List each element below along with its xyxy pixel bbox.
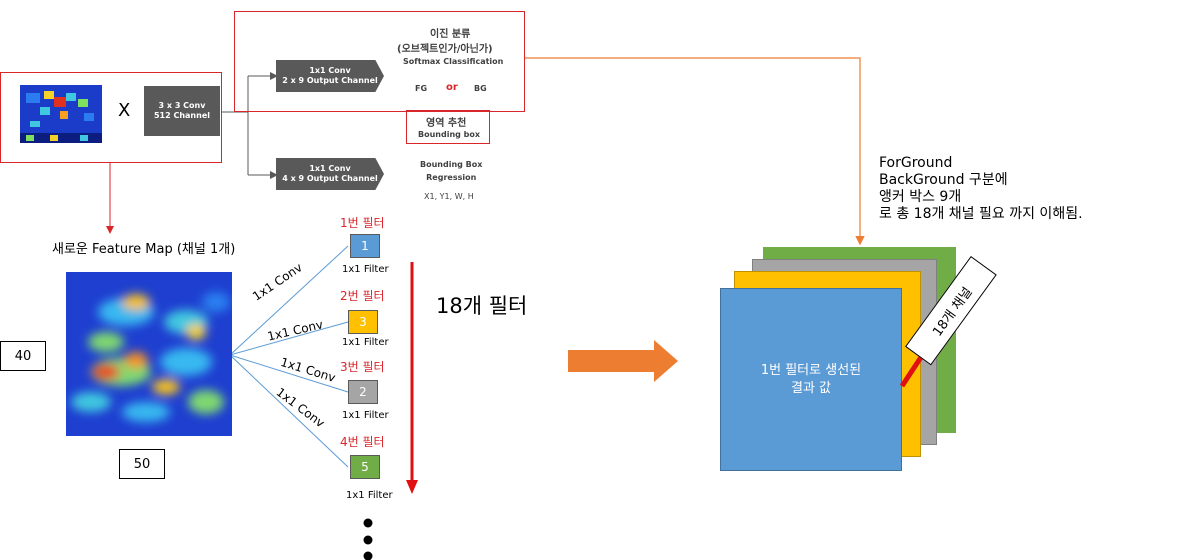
cls-conv-block: 1x1 Conv 2 x 9 Output Channel	[276, 60, 384, 92]
filter-caption: 1x1 Filter	[342, 410, 389, 421]
cls-method: Softmax Classification	[403, 57, 504, 66]
big-orange-arrow	[568, 340, 678, 382]
multiply-sign: X	[118, 100, 131, 121]
filter-title: 3번 필터	[340, 360, 385, 374]
region-title: 영역 추천	[426, 118, 467, 129]
reg-coords: X1, Y1, W, H	[424, 192, 474, 201]
cls-title: 이진 분류	[430, 29, 471, 40]
region-subtitle: Bounding box	[418, 130, 481, 139]
feature-map-heatmap	[66, 272, 232, 436]
stack-front-label: 1번 필터로 생선된 결과 값	[760, 362, 862, 396]
stack-front-layer: 1번 필터로 생선된 결과 값	[720, 288, 902, 471]
feature-map-height: 40	[0, 341, 46, 371]
reg-title: Bounding Box Regression	[420, 160, 483, 182]
filter-caption: 1x1 Filter	[342, 264, 389, 275]
input-feature-box	[0, 72, 222, 163]
filter-box: 5	[350, 455, 380, 479]
or-label: or	[446, 82, 458, 93]
rpn-head-box	[234, 11, 525, 112]
filter-box: 3	[348, 310, 378, 334]
filter-caption: 1x1 Filter	[346, 490, 393, 501]
filter-count-label: 18개 필터	[436, 294, 528, 318]
input-heatmap-thumbnail	[20, 85, 102, 143]
filter-box: 2	[348, 380, 378, 404]
filter-title: 4번 필터	[340, 435, 385, 449]
cls-subtitle: (오브젝트인가/아닌가)	[397, 44, 493, 55]
fg-label: FG	[415, 84, 428, 93]
note-text: ForGround BackGround 구분에 앵커 박스 9개 로 총 18…	[879, 155, 1083, 223]
filter-box: 1	[350, 234, 380, 258]
feature-map-width: 50	[119, 449, 165, 479]
filter-title: 2번 필터	[340, 289, 385, 303]
bg-label: BG	[474, 84, 487, 93]
filter-title: 1번 필터	[340, 216, 385, 230]
conv3x3-block: 3 x 3 Conv 512 Channel	[144, 86, 220, 136]
region-proposal-box	[406, 110, 490, 144]
filter-caption: 1x1 Filter	[342, 337, 389, 348]
feature-map-title: 새로운 Feature Map (채널 1개)	[52, 242, 236, 257]
reg-conv-block: 1x1 Conv 4 x 9 Output Channel	[276, 158, 384, 190]
